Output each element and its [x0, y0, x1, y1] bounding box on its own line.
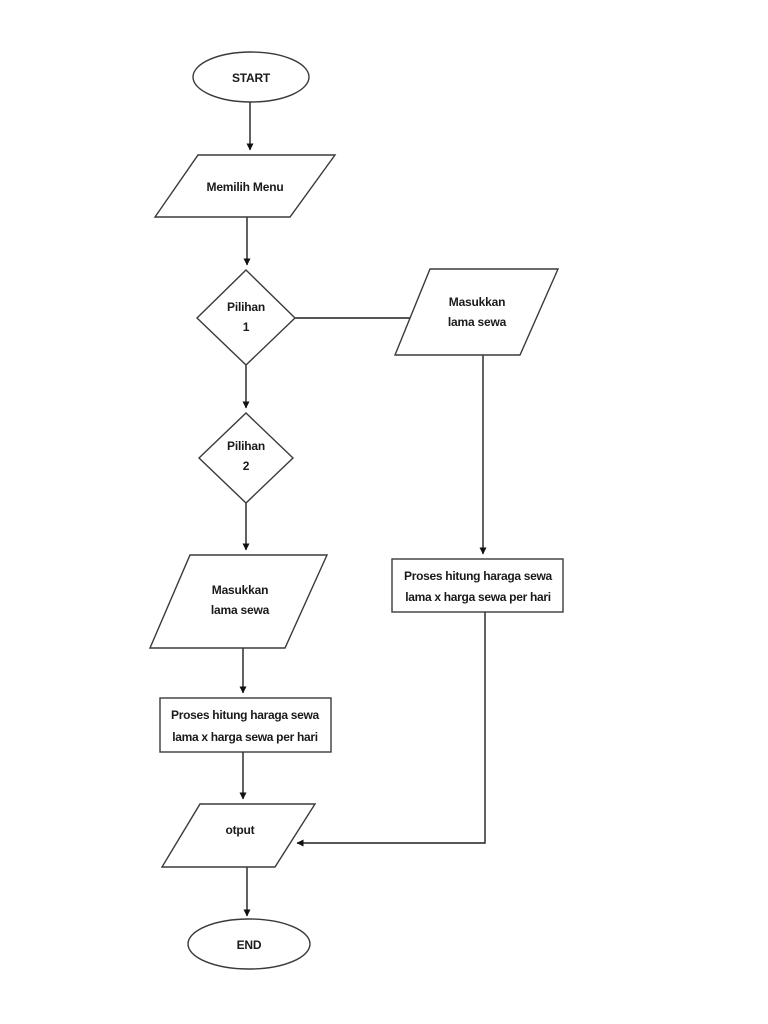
pilihan-2-label-line1: Pilihan: [227, 439, 265, 453]
proses-right-shape: [391, 558, 564, 613]
pilihan-2-shape: [197, 412, 295, 504]
flowchart-node-end: END: [187, 918, 311, 970]
masukkan-left-label-line1: Masukkan: [212, 583, 268, 597]
end-label: END: [237, 938, 262, 952]
flowchart-node-proses-left: Proses hitung haraga sewa lama x harga s…: [159, 697, 332, 753]
pilihan-1-label-line1: Pilihan: [227, 300, 265, 314]
proses-left-label-line1: Proses hitung haraga sewa: [171, 708, 320, 722]
proses-left-label-line2: lama x harga sewa per hari: [172, 730, 318, 744]
masukkan-left-shape: [148, 554, 329, 649]
masukkan-right-label-line1: Masukkan: [449, 295, 505, 309]
end-terminator-shape: [187, 918, 311, 970]
flowchart-node-otput: otput: [160, 803, 317, 868]
flowchart-node-masukkan-lama-sewa-left: Masukkan lama sewa: [148, 554, 329, 649]
start-terminator-shape: [192, 51, 310, 103]
masukkan-right-label-line2: lama sewa: [448, 315, 507, 329]
proses-left-shape: [159, 697, 332, 753]
start-label: START: [232, 71, 271, 85]
masukkan-left-label-line2: lama sewa: [211, 603, 270, 617]
flowchart-node-pilihan-1: Pilihan 1: [195, 269, 297, 366]
otput-shape: [160, 803, 317, 868]
flowchart-node-masukkan-lama-sewa-right: Masukkan lama sewa: [393, 268, 560, 356]
pilihan-1-label-line2: 1: [243, 320, 250, 334]
flowchart-node-start: START: [192, 51, 310, 103]
flowchart-node-proses-right: Proses hitung haraga sewa lama x harga s…: [391, 558, 564, 613]
memilih-menu-shape: [153, 154, 337, 218]
proses-right-label-line1: Proses hitung haraga sewa: [404, 569, 553, 583]
proses-right-label-line2: lama x harga sewa per hari: [405, 590, 551, 604]
pilihan-1-shape: [195, 269, 297, 366]
pilihan-2-label-line2: 2: [243, 459, 250, 473]
masukkan-right-shape: [393, 268, 560, 356]
memilih-menu-label: Memilih Menu: [207, 180, 284, 194]
connector-proses-right-to-otput: [296, 612, 486, 847]
flowchart-node-memilih-menu: Memilih Menu: [153, 154, 337, 218]
flowchart-node-pilihan-2: Pilihan 2: [197, 412, 295, 504]
otput-label: otput: [226, 823, 255, 837]
